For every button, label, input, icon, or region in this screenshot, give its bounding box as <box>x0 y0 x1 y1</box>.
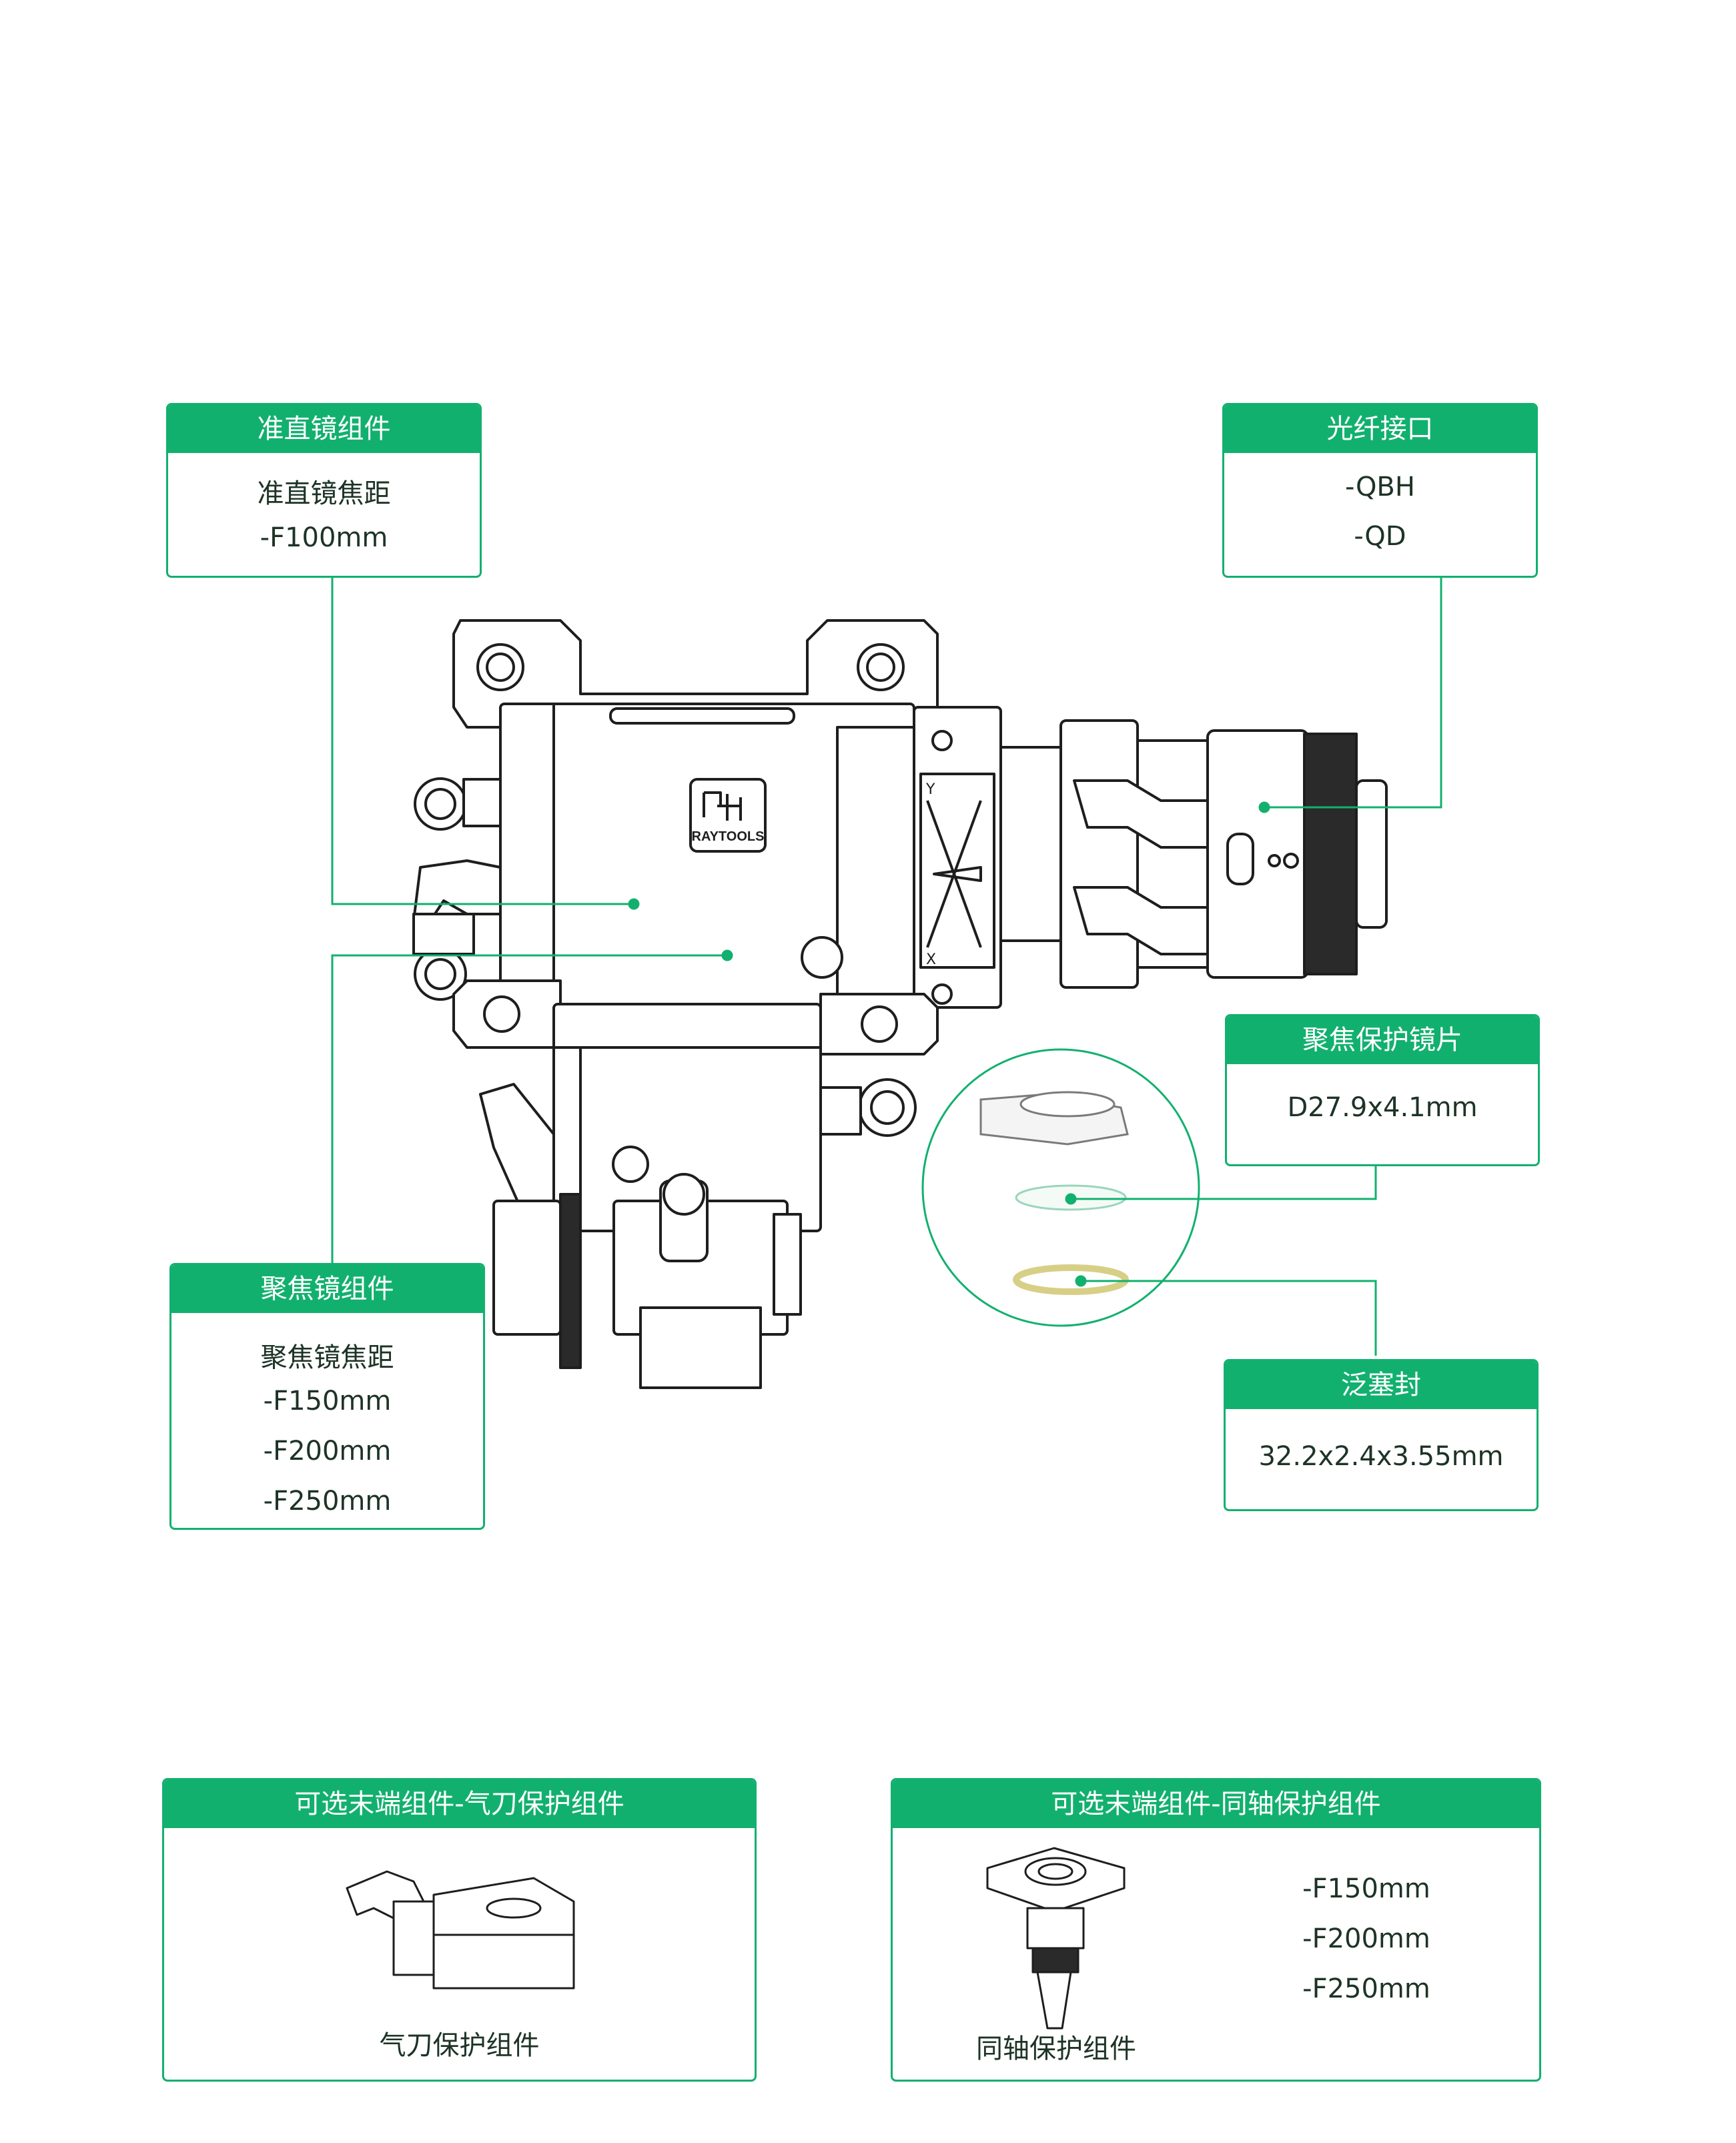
focus-card-title: 聚焦镜组件 <box>171 1265 483 1313</box>
collimator-card-title: 准直镜组件 <box>168 405 480 453</box>
coaxial-card: 可选末端组件-同轴保护组件 同轴保护组件 -F150mm -F200mm -F2… <box>891 1778 1541 2082</box>
protective-lens-card-title: 聚焦保护镜片 <box>1227 1016 1538 1064</box>
focus-line-2: -F150mm <box>263 1386 392 1416</box>
coaxial-illustration <box>986 1847 1126 2030</box>
collimator-line-2: -F100mm <box>260 522 388 553</box>
fiber-release-button <box>1226 833 1254 885</box>
xy-adjust-arrows <box>926 800 982 948</box>
leader-fiber <box>1264 578 1442 809</box>
coaxial-line-1: -F150mm <box>1302 1873 1430 1904</box>
leader-protective-lens <box>1071 1160 1377 1200</box>
lens-holder <box>979 1091 1129 1146</box>
focus-line-3: -F200mm <box>263 1436 392 1466</box>
laser-head-drawing: RAYTOOLS Y X <box>412 619 1388 1389</box>
seal-line-1: 32.2x2.4x3.55mm <box>1258 1441 1504 1472</box>
left-elbow-fitting <box>412 859 502 922</box>
fiber-water-block <box>1059 719 1139 989</box>
adjust-knob <box>801 936 843 979</box>
coaxial-line-3: -F250mm <box>1302 1974 1430 2004</box>
leader-focus <box>331 954 727 1263</box>
fiber-card: 光纤接口 -QBH -QD <box>1222 403 1538 578</box>
seal-ring <box>1013 1264 1129 1295</box>
seal-card-title: 泛塞封 <box>1226 1361 1537 1409</box>
mounting-bracket <box>452 619 939 729</box>
seal-card: 泛塞封 32.2x2.4x3.55mm <box>1224 1359 1539 1511</box>
air-knife-caption: 气刀保护组件 <box>379 2030 540 2061</box>
coaxial-card-title: 可选末端组件-同轴保护组件 <box>893 1780 1539 1828</box>
fiber-line-1: -QBH <box>1345 472 1415 502</box>
collimator-card: 准直镜组件 准直镜焦距 -F100mm <box>166 403 482 578</box>
focus-card: 聚焦镜组件 聚焦镜焦距 -F150mm -F200mm -F250mm <box>169 1263 485 1530</box>
focus-elbow-fitting <box>479 1083 555 1209</box>
coaxial-line-2: -F200mm <box>1302 1923 1430 1954</box>
top-slot <box>609 707 795 725</box>
leader-collimator <box>331 578 634 905</box>
collimator-line-1: 准直镜焦距 <box>257 478 391 509</box>
axis-x-mark: X <box>926 951 936 968</box>
protective-lens-line-1: D27.9x4.1mm <box>1287 1092 1478 1123</box>
air-knife-card-title: 可选末端组件-气刀保护组件 <box>164 1780 755 1828</box>
lens-detail-view <box>921 1048 1200 1327</box>
leader-lines <box>331 578 1442 1356</box>
fiber-knurled-ring <box>1303 733 1358 975</box>
leader-seal <box>1081 1280 1377 1356</box>
focus-line-1: 聚焦镜焦距 <box>260 1342 394 1373</box>
focus-line-4: -F250mm <box>263 1486 392 1517</box>
axis-y-mark: Y <box>925 781 935 798</box>
protective-lens-card: 聚焦保护镜片 D27.9x4.1mm <box>1225 1014 1540 1166</box>
focus-adjust-knob <box>559 1193 582 1369</box>
fiber-card-title: 光纤接口 <box>1224 405 1536 453</box>
fiber-neck <box>999 746 1069 942</box>
coaxial-caption: 同轴保护组件 <box>976 2034 1136 2064</box>
air-knife-card: 可选末端组件-气刀保护组件 气刀保护组件 <box>162 1778 757 2082</box>
brand-logo-text: RAYTOOLS <box>692 829 765 844</box>
fiber-line-2: -QD <box>1354 521 1406 552</box>
air-knife-illustration <box>346 1870 575 1990</box>
